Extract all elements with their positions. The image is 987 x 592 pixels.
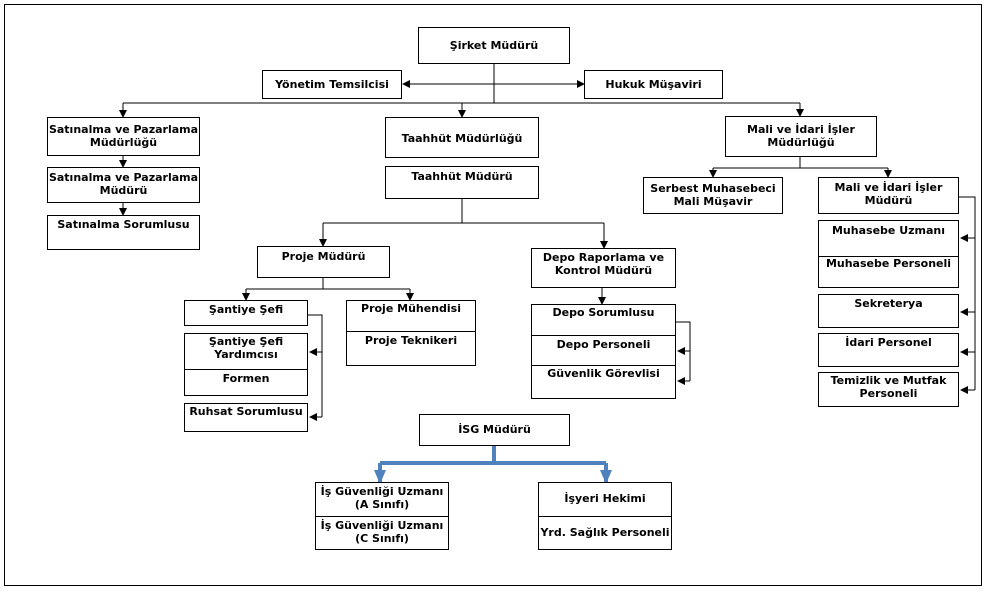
divider	[347, 331, 475, 332]
node-label: Taahhüt Müdürlüğü	[401, 132, 523, 145]
node-temizlik-mutfak: Temizlik ve Mutfak Personeli	[818, 372, 959, 407]
divider	[532, 365, 675, 366]
node-taahhut-muduru: Taahhüt Müdürü	[385, 166, 539, 199]
node-label: Temizlik ve Mutfak Personeli	[830, 374, 947, 400]
node-label: Mali ve İdari İşler Müdürlüğü	[747, 123, 855, 149]
node-depo-raporlama: Depo Raporlama ve Kontrol Müdürü	[531, 248, 676, 288]
node-santiye-group: Şantiye Şefi Yardımcısı Formen	[184, 333, 308, 396]
node-label-depo-sorumlusu: Depo Sorumlusu	[552, 306, 655, 319]
node-label: İdari Personel	[845, 336, 932, 349]
node-label-is-guvenligi-a: İş Güvenliği Uzmanı (A Sınıfı)	[320, 485, 444, 511]
node-label: Proje Müdürü	[281, 250, 366, 263]
node-label: Serbest Muhasebeci Mali Müşavir	[650, 182, 776, 208]
node-label-muhasebe-personeli: Muhasebe Personeli	[825, 257, 952, 270]
divider	[185, 369, 307, 370]
node-label-isyeri-hekimi: İşyeri Hekimi	[564, 492, 646, 505]
node-label: Taahhüt Müdürü	[411, 170, 513, 183]
node-label-muhasebe-uzmani: Muhasebe Uzmanı	[831, 224, 946, 237]
node-label-proje-muhendisi: Proje Mühendisi	[361, 302, 461, 315]
node-label-guvenlik-gorevlisi: Güvenlik Görevlisi	[547, 367, 660, 380]
node-isg-muduru: İSG Müdürü	[419, 414, 570, 446]
divider	[532, 335, 675, 336]
node-label-santiye-sefi-yardimcisi: Şantiye Şefi Yardımcısı	[208, 335, 284, 361]
node-sekreterya: Sekreterya	[818, 294, 959, 328]
node-is-guvenligi-group: İş Güvenliği Uzmanı (A Sınıfı) İş Güvenl…	[315, 482, 449, 550]
diagram-frame	[4, 4, 982, 586]
node-label: Şantiye Şefi	[208, 303, 284, 316]
node-label: Sekreterya	[854, 297, 923, 310]
node-label: İSG Müdürü	[458, 423, 531, 436]
node-label-is-guvenligi-c: İş Güvenliği Uzmanı (C Sınıfı)	[320, 519, 444, 545]
node-label: Yönetim Temsilcisi	[275, 78, 389, 91]
node-santiye-sefi: Şantiye Şefi	[184, 300, 308, 326]
node-label: Satınalma ve Pazarlama Müdürü	[48, 171, 199, 197]
node-mali-idari-mudurlugu: Mali ve İdari İşler Müdürlüğü	[725, 116, 877, 157]
divider	[316, 516, 448, 517]
node-label: Satınalma ve Pazarlama Müdürlüğü	[48, 123, 199, 149]
node-depo-group: Depo Sorumlusu Depo Personeli Güvenlik G…	[531, 304, 676, 399]
node-yonetim-temsilcisi: Yönetim Temsilcisi	[262, 70, 402, 99]
node-taahhut-mudurlugu: Taahhüt Müdürlüğü	[385, 117, 539, 158]
node-idari-personel: İdari Personel	[818, 333, 959, 367]
node-muhasebe-group: Muhasebe Uzmanı Muhasebe Personeli	[818, 220, 959, 288]
node-proje-muduru: Proje Müdürü	[257, 246, 390, 278]
node-label: Şirket Müdürü	[449, 39, 539, 52]
node-label: Hukuk Müşaviri	[605, 78, 702, 91]
divider	[819, 256, 958, 257]
node-label-formen: Formen	[222, 372, 270, 385]
node-satinalma-pazarlama-muduru: Satınalma ve Pazarlama Müdürü	[47, 167, 200, 203]
divider	[539, 516, 671, 517]
node-label-yrd-saglik: Yrd. Sağlık Personeli	[540, 526, 670, 539]
node-sirket-muduru: Şirket Müdürü	[418, 27, 570, 64]
node-proje-group: Proje Mühendisi Proje Teknikeri	[346, 300, 476, 366]
node-label: Ruhsat Sorumlusu	[189, 405, 303, 418]
node-mali-idari-muduru: Mali ve İdari İşler Müdürü	[818, 177, 959, 214]
node-label: Mali ve İdari İşler Müdürü	[834, 181, 943, 207]
node-label: Depo Raporlama ve Kontrol Müdürü	[542, 251, 665, 277]
node-ruhsat-sorumlusu: Ruhsat Sorumlusu	[184, 403, 308, 432]
node-label-proje-teknikeri: Proje Teknikeri	[364, 334, 458, 347]
node-satinalma-pazarlama-mudurlugu: Satınalma ve Pazarlama Müdürlüğü	[47, 117, 200, 156]
node-hukuk-musaviri: Hukuk Müşaviri	[584, 70, 723, 99]
node-serbest-muhasebeci: Serbest Muhasebeci Mali Müşavir	[643, 177, 783, 214]
node-label: Satınalma Sorumlusu	[57, 218, 190, 231]
node-isyeri-group: İşyeri Hekimi Yrd. Sağlık Personeli	[538, 482, 672, 550]
node-satinalma-sorumlusu: Satınalma Sorumlusu	[47, 215, 200, 250]
node-label-depo-personeli: Depo Personeli	[556, 338, 651, 351]
